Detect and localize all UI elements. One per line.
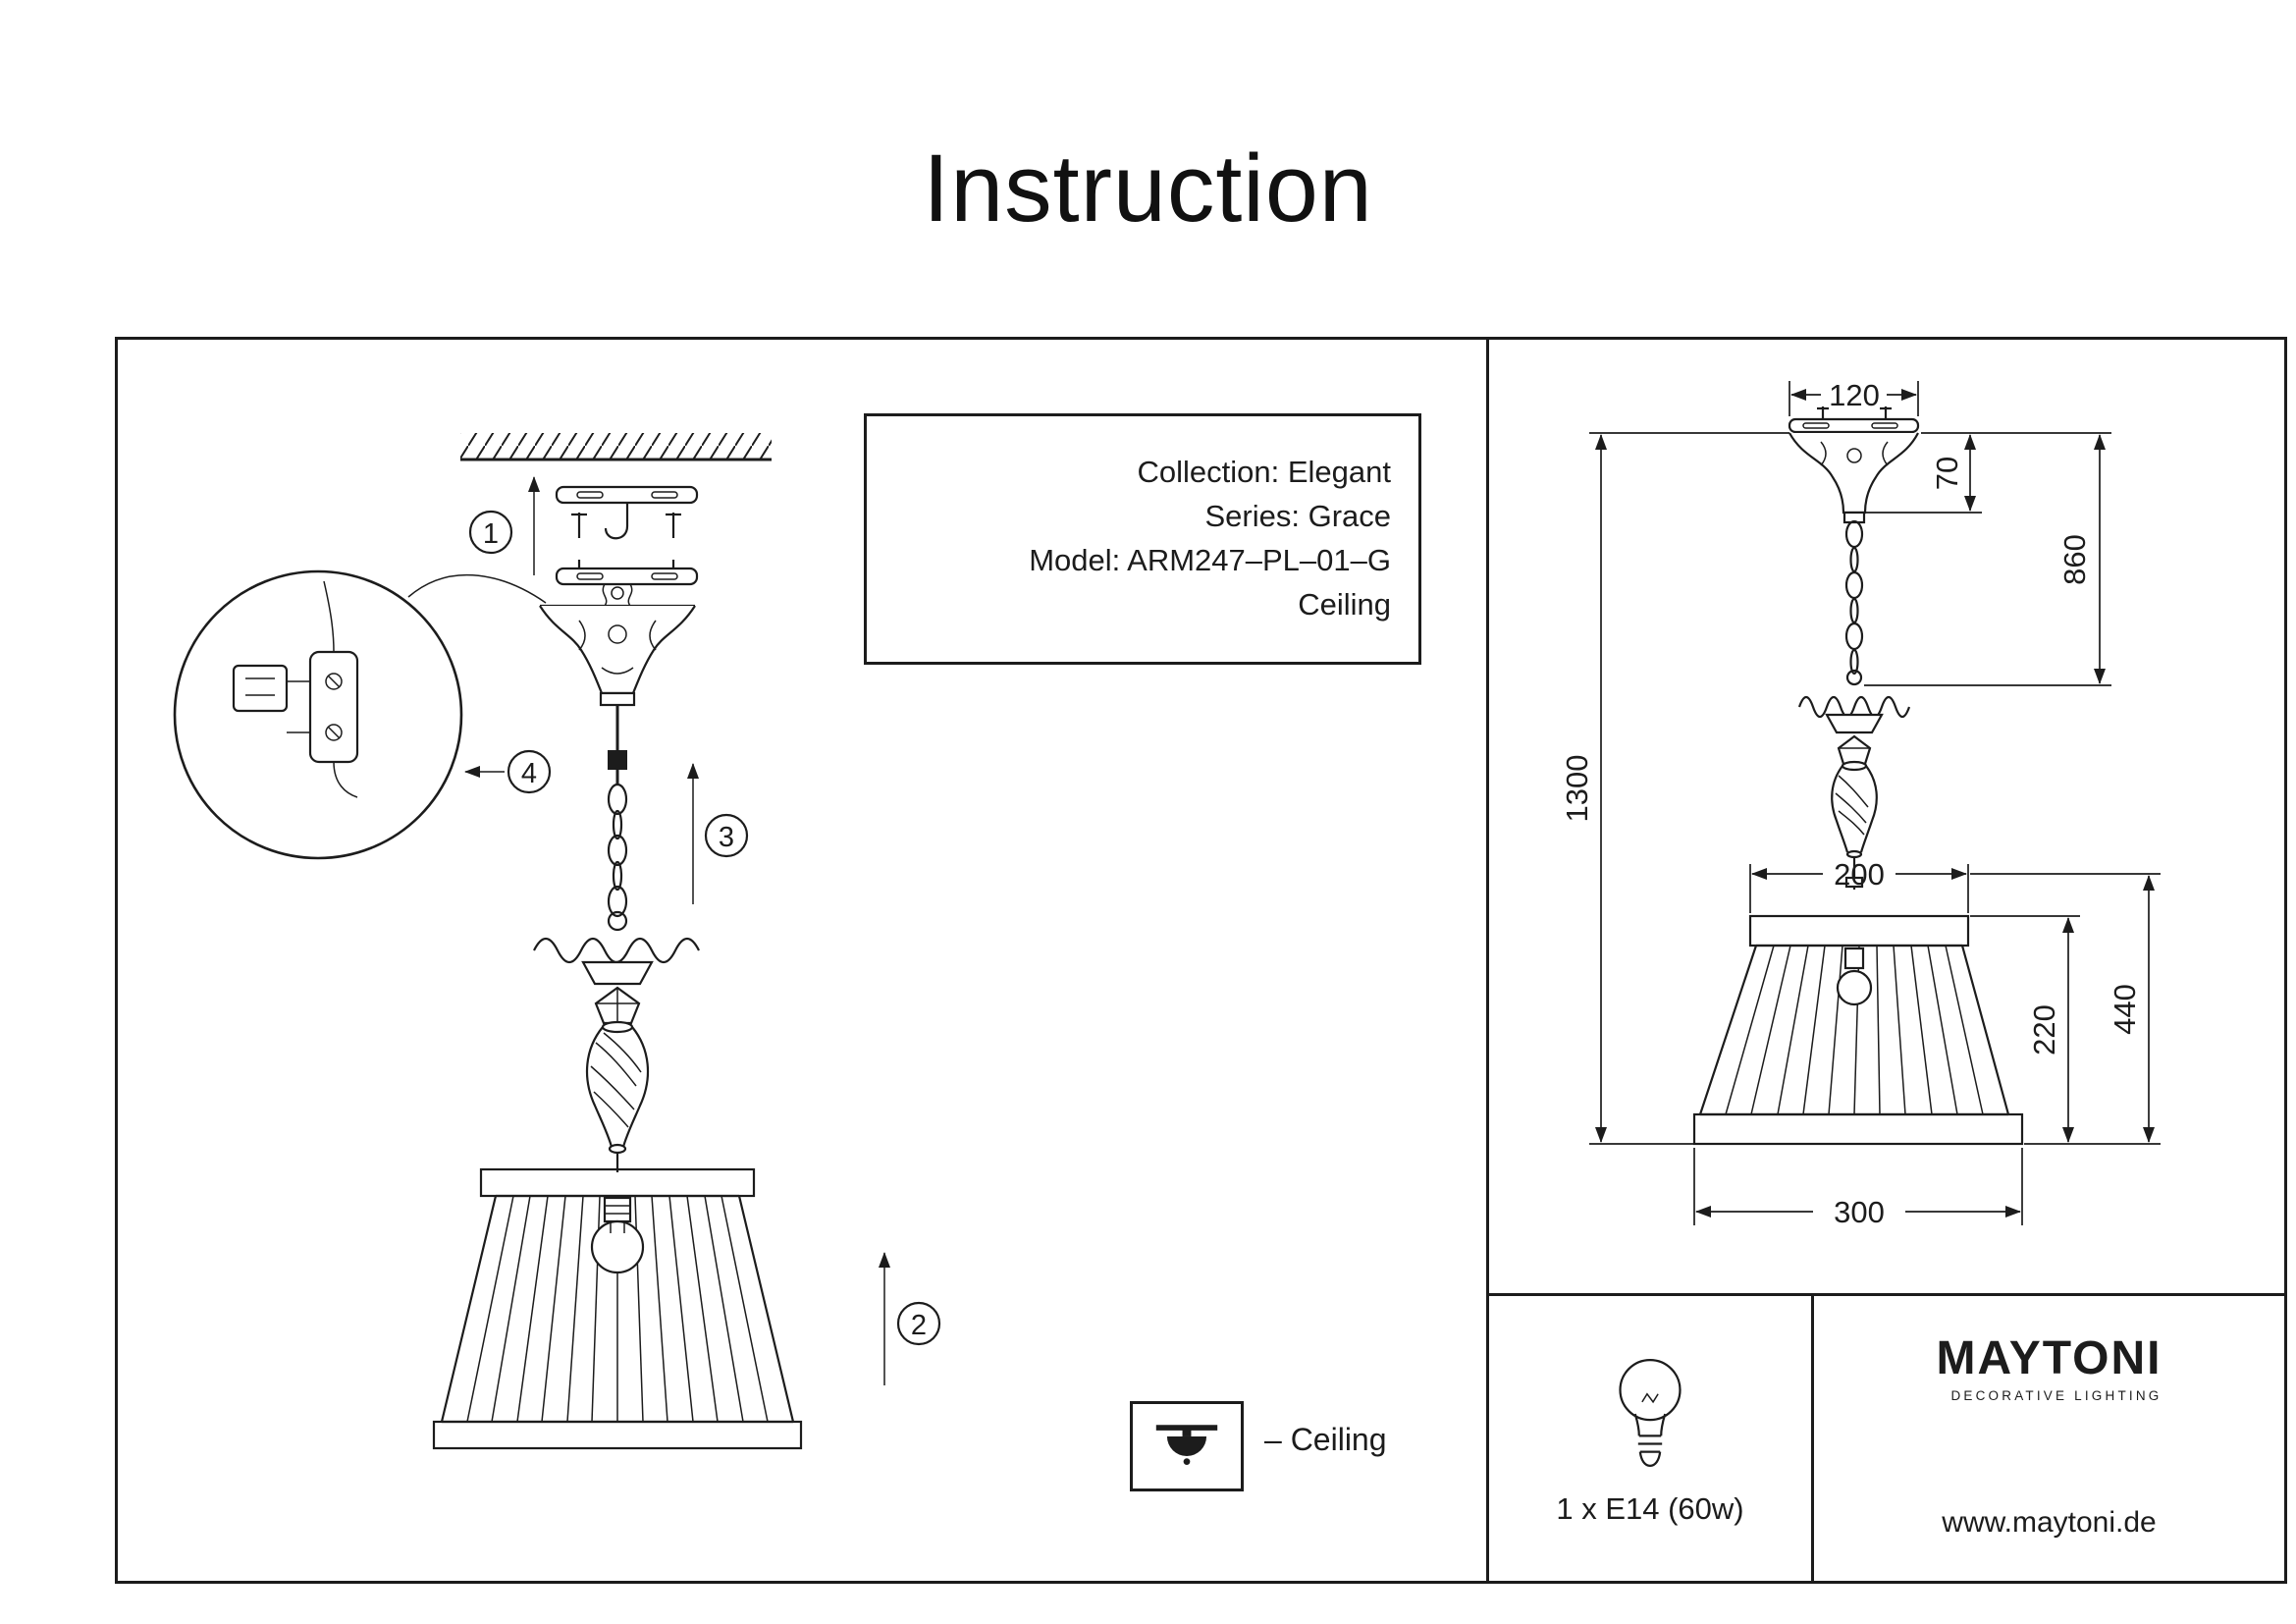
pendant-outline <box>1692 406 2024 1146</box>
callout-step-2: 2 <box>879 1252 941 1385</box>
dimension-canopy-width: 120 <box>1789 378 1919 416</box>
light-bulb <box>590 1219 645 1274</box>
canopy-outline <box>1789 432 1919 514</box>
wiring-detail-bubble <box>173 569 547 860</box>
dimension-canopy-height: 70 <box>1866 432 2111 514</box>
light-bulb <box>1836 969 1873 1006</box>
ceiling-mount-icon-box <box>1130 1401 1244 1491</box>
page-title: Instruction <box>923 135 1373 242</box>
info-series: Series: Grace <box>1204 499 1391 534</box>
callout-1-number: 1 <box>483 518 499 550</box>
bulb-spec-panel: 1 x E14 (60w) <box>1486 1293 1814 1584</box>
svg-text:220: 220 <box>2027 1004 2061 1056</box>
ceiling-lamp-icon <box>1155 1425 1218 1465</box>
shade-outline <box>1692 914 2024 1146</box>
chain-outline <box>1844 519 1864 676</box>
detail-leader-line <box>407 573 547 604</box>
dimension-shade-top-width: 200 <box>1749 857 1969 913</box>
mounting-screw <box>571 513 587 538</box>
ceiling-surface <box>460 433 772 461</box>
mounting-screw <box>666 513 681 538</box>
junction-box <box>232 664 289 713</box>
assembly-drawing: 1 <box>173 433 941 1450</box>
svg-text:1300: 1300 <box>1560 755 1594 823</box>
bracket-installed <box>555 560 699 607</box>
lampshade <box>432 1167 803 1450</box>
mounting-bracket <box>555 485 699 540</box>
shade-pleats <box>466 1195 769 1423</box>
brand-tagline: DECORATIVE LIGHTING <box>1950 1388 2163 1403</box>
bulb-icon <box>1619 1359 1682 1468</box>
dimensions-panel: 120 70 860 1300 <box>1486 337 2287 1296</box>
info-mount-type: Ceiling <box>1298 586 1391 622</box>
supply-wire <box>323 580 335 653</box>
dimension-shade-height: 220 <box>1970 915 2161 1145</box>
chain <box>607 783 628 918</box>
dimension-total-height: 1300 <box>1560 432 1789 1145</box>
brand-website: www.maytoni.de <box>1942 1506 2157 1539</box>
bobeche <box>533 910 700 1025</box>
ceiling-hook <box>604 503 629 540</box>
svg-text:200: 200 <box>1834 857 1885 892</box>
svg-text:440: 440 <box>2108 984 2142 1035</box>
callout-4-number: 4 <box>521 758 537 789</box>
callout-2-number: 2 <box>911 1310 927 1341</box>
callout-step-1: 1 <box>468 476 540 575</box>
info-collection: Collection: Elegant <box>1137 455 1392 490</box>
bobeche-outline <box>1797 695 1911 719</box>
dimension-drawing: 120 70 860 1300 <box>1560 378 2161 1229</box>
brand-logo: MAYTONI DECORATIVE LIGHTING <box>1936 1332 2163 1404</box>
cable-clamp <box>608 750 627 770</box>
svg-text:120: 120 <box>1829 378 1880 412</box>
callout-3-number: 3 <box>719 822 734 853</box>
callout-step-4: 4 <box>464 749 552 794</box>
shade-bottom-band <box>432 1420 803 1450</box>
mount-type-label: – Ceiling <box>1264 1422 1387 1457</box>
terminal-block <box>308 650 359 764</box>
info-model: Model: ARM247–PL–01–G <box>1029 543 1391 577</box>
svg-text:70: 70 <box>1930 457 1964 490</box>
brand-name: MAYTONI <box>1936 1332 2163 1384</box>
lamp-spec-label: 1 x E14 (60w) <box>1556 1491 1744 1526</box>
dimension-shade-bottom-width: 300 <box>1693 1148 2023 1229</box>
dimension-body-height: 440 <box>1970 873 2161 1143</box>
callout-step-3: 3 <box>687 763 749 904</box>
product-info-box: Collection: Elegant Series: Grace Model:… <box>864 413 1421 665</box>
shade-top-band <box>479 1167 756 1198</box>
svg-text:860: 860 <box>2057 534 2092 585</box>
twisted-column <box>585 1020 650 1172</box>
dimension-suspension-height: 860 <box>1864 434 2111 686</box>
canopy <box>539 604 696 707</box>
lamp-wire <box>333 761 358 798</box>
column-outline <box>1831 760 1878 890</box>
svg-text:300: 300 <box>1834 1195 1885 1229</box>
brand-panel: MAYTONI DECORATIVE LIGHTING www.maytoni.… <box>1811 1293 2287 1584</box>
lamp-socket <box>603 1196 632 1223</box>
